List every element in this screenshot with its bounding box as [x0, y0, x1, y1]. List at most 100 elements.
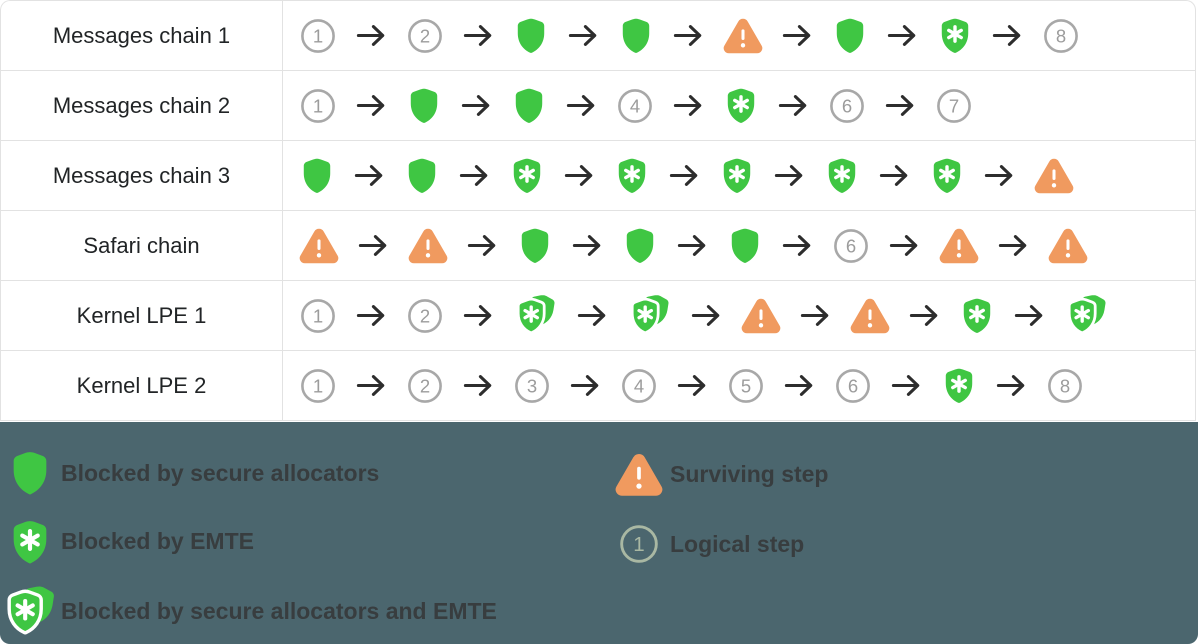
logical-step-icon: 1 [300, 298, 336, 334]
legend-item-label: Blocked by secure allocators [61, 459, 380, 486]
logical-step-icon: 2 [407, 298, 443, 334]
svg-text:1: 1 [313, 375, 323, 396]
shield-asterisk-icon [960, 297, 994, 335]
shield-asterisk-icon [720, 157, 754, 195]
arrow-right-icon [885, 90, 916, 121]
shield-asterisk-icon [942, 367, 976, 405]
legend-item: Blocked by secure allocators and EMTE [6, 585, 605, 637]
warning-icon [408, 228, 448, 264]
arrow-right-icon [677, 230, 708, 261]
arrow-right-icon [891, 370, 922, 401]
arrow-right-icon [984, 160, 1015, 191]
svg-text:2: 2 [420, 25, 430, 46]
shield-icon [8, 450, 52, 497]
svg-text:1: 1 [633, 533, 644, 556]
logical-step-icon: 2 [407, 368, 443, 404]
legend-item-label: Logical step [670, 530, 805, 557]
shield-icon [405, 157, 439, 195]
arrow-right-icon [463, 20, 494, 51]
table-row: Safari chain 6 [1, 211, 1195, 281]
shield-icon [623, 227, 657, 265]
logical-step-icon: 7 [936, 88, 972, 124]
arrow-right-icon [354, 160, 385, 191]
warning-icon [1048, 228, 1088, 264]
shield-icon [512, 87, 546, 125]
logical-step-icon: 6 [833, 228, 869, 264]
shield-icon [619, 17, 653, 55]
shield-asterisk-icon [724, 87, 758, 125]
logical-step-icon: 6 [835, 368, 871, 404]
shield-asterisk-icon [825, 157, 859, 195]
arrow-right-icon [800, 300, 831, 331]
legend-item: Blocked by secure allocators [8, 450, 605, 497]
svg-text:2: 2 [420, 375, 430, 396]
legend-item-label: Blocked by secure allocators and EMTE [61, 597, 497, 624]
shield-asterisk-icon [8, 519, 52, 566]
logical-step-icon: 2 [407, 18, 443, 54]
shield-asterisk-icon [938, 17, 972, 55]
logical-step-icon: 4 [621, 368, 657, 404]
svg-text:4: 4 [630, 95, 640, 116]
arrow-right-icon [673, 20, 704, 51]
shield-icon [514, 17, 548, 55]
warning-icon [939, 228, 979, 264]
table-row: Kernel LPE 2 1 2 3 4 5 6 8 [1, 351, 1195, 421]
arrow-right-icon [463, 300, 494, 331]
legend-item: Surviving step [615, 450, 829, 498]
arrow-right-icon [570, 370, 601, 401]
arrow-right-icon [992, 20, 1023, 51]
legend-item-label: Surviving step [670, 460, 829, 487]
legend-column-right: Surviving step 1 Logical step [605, 450, 828, 644]
arrow-right-icon [358, 230, 389, 261]
svg-text:6: 6 [846, 235, 856, 256]
warning-icon [1034, 158, 1074, 194]
shield-icon [300, 157, 334, 195]
warning-icon [615, 453, 663, 497]
arrow-right-icon [577, 300, 608, 331]
shield-asterisk-icon [510, 157, 544, 195]
shield-icon [518, 227, 552, 265]
arrow-right-icon [673, 90, 704, 121]
svg-text:8: 8 [1060, 375, 1070, 396]
steps-sequence [283, 141, 1195, 210]
shield-stack-icon [6, 585, 54, 637]
arrow-right-icon [879, 160, 910, 191]
arrow-right-icon [782, 230, 813, 261]
steps-sequence: 6 [283, 211, 1195, 280]
logical-step-icon: 8 [1047, 368, 1083, 404]
table-row: Messages chain 3 [1, 141, 1195, 211]
shield-icon [833, 17, 867, 55]
svg-text:6: 6 [848, 375, 858, 396]
warning-icon [723, 18, 763, 54]
arrow-right-icon [691, 300, 722, 331]
steps-sequence: 1 2 3 4 5 6 8 [283, 351, 1195, 420]
logical-step-icon: 1 [617, 524, 661, 564]
arrow-right-icon [566, 90, 597, 121]
warning-icon [299, 228, 339, 264]
logical-step-icon: 8 [1043, 18, 1079, 54]
row-label: Safari chain [1, 211, 283, 280]
shield-asterisk-icon [930, 157, 964, 195]
logical-step-icon: 3 [514, 368, 550, 404]
arrow-right-icon [998, 230, 1029, 261]
arrow-right-icon [463, 370, 494, 401]
arrow-right-icon [778, 90, 809, 121]
logical-step-icon: 5 [728, 368, 764, 404]
shield-asterisk-icon [615, 157, 649, 195]
svg-text:4: 4 [634, 375, 644, 396]
arrow-right-icon [459, 160, 490, 191]
logical-step-icon: 1 [300, 368, 336, 404]
shield-stack-icon [628, 294, 671, 336]
svg-text:3: 3 [527, 375, 537, 396]
shield-stack-icon [1065, 294, 1108, 336]
row-label: Kernel LPE 2 [1, 351, 283, 420]
logical-step-icon: 1 [300, 18, 336, 54]
arrow-right-icon [784, 370, 815, 401]
